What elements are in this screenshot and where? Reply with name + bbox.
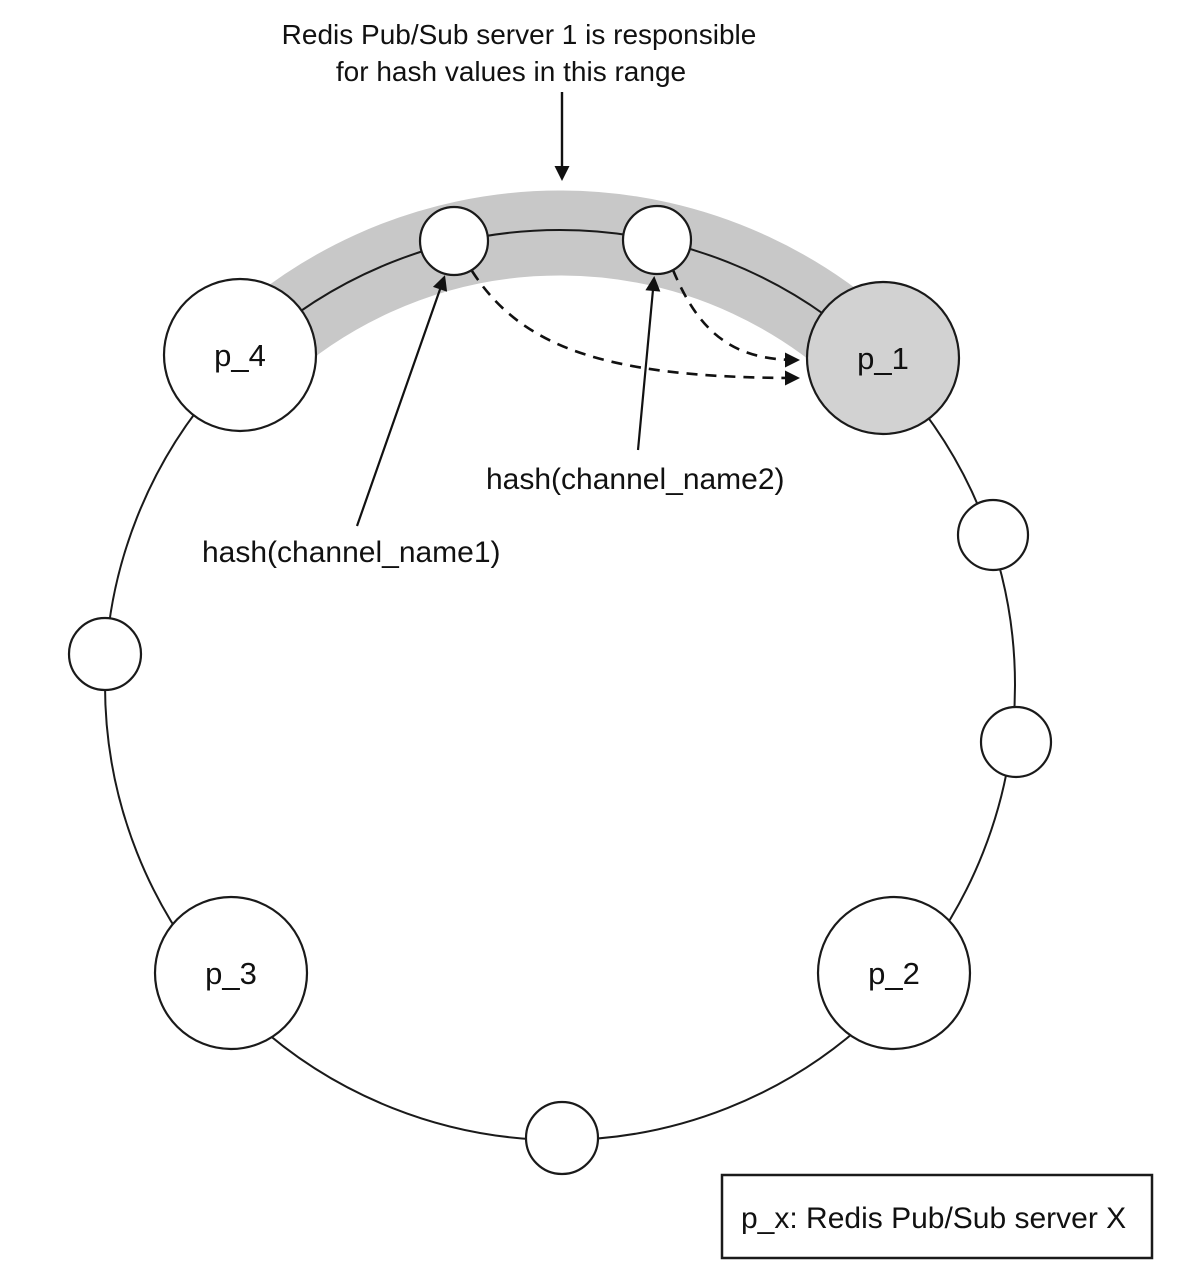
node-label-p1: p_1 <box>857 341 909 376</box>
node-circle-p4 <box>162 277 318 433</box>
legend-label: p_x: Redis Pub/Sub server X <box>741 1202 1126 1235</box>
node-label-p2: p_2 <box>868 956 920 991</box>
highlight-range-band <box>198 190 925 409</box>
hash-position-circle-bottom <box>524 1100 600 1176</box>
node-circle-p3 <box>153 895 309 1051</box>
channel1-to-p1-dashed-arrow <box>470 270 800 386</box>
hash-position-circle-channel2 <box>621 204 693 276</box>
hash-position-circle-left <box>67 616 143 692</box>
server-node-p2: p_2 <box>816 895 972 1051</box>
legend: p_x: Redis Pub/Sub server X <box>720 1173 1154 1260</box>
node-label-p3: p_3 <box>205 956 257 991</box>
hash-position-circle-channel1 <box>418 205 490 277</box>
diagram-title-line1: Redis Pub/Sub server 1 is responsible <box>282 19 757 50</box>
hash-channel2-arrow <box>636 276 661 451</box>
channel2-to-p1-dashed-arrow <box>671 269 800 368</box>
node-label-p4: p_4 <box>214 338 266 373</box>
server-node-p4: p_4 <box>162 277 318 433</box>
hash-channel1-label: hash(channel_name1) <box>202 536 501 569</box>
hash-position-circle-right-lower <box>979 705 1053 779</box>
legend-box <box>720 1173 1154 1260</box>
node-circle-p1 <box>805 280 961 436</box>
server-node-p1: p_1 <box>805 280 961 436</box>
hash-position-circle-right-upper <box>956 498 1030 572</box>
server-node-p3: p_3 <box>153 895 309 1051</box>
diagram-title-line2: for hash values in this range <box>336 56 686 87</box>
node-circle-p2 <box>816 895 972 1051</box>
hash-channel2-label: hash(channel_name2) <box>486 463 785 496</box>
hash-channel1-arrow <box>355 275 448 527</box>
